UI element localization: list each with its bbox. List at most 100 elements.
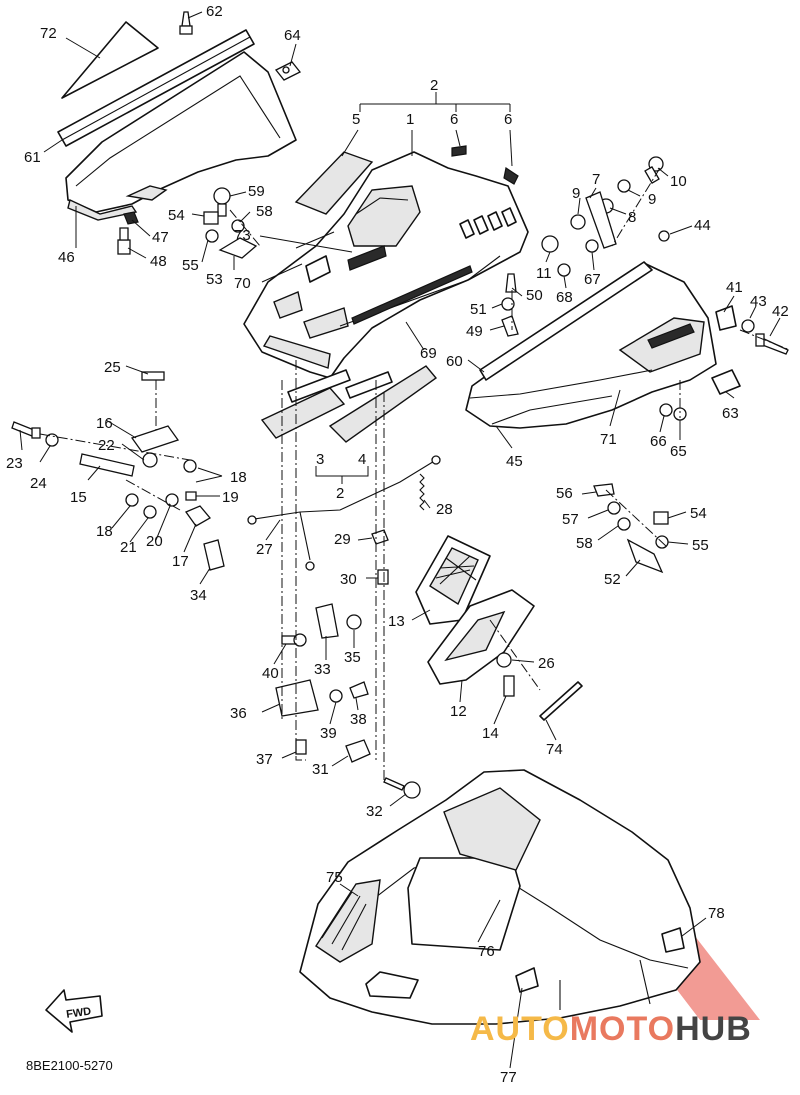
callout-11: 11 <box>536 265 552 282</box>
callout-47: 47 <box>152 229 169 246</box>
brand-emblem <box>347 245 387 271</box>
callout-70: 70 <box>234 275 251 292</box>
part-78-pad <box>661 927 685 953</box>
callout-19: 19 <box>222 489 239 506</box>
callout-43: 43 <box>750 293 767 310</box>
callout-74: 74 <box>546 741 563 758</box>
callout-66: 66 <box>650 433 667 450</box>
callout-1: 1 <box>406 111 414 128</box>
callout-41: 41 <box>726 279 743 296</box>
callout-4: 4 <box>358 451 366 468</box>
watermark-auto: AUTO <box>470 1010 570 1048</box>
callout-6-b: 6 <box>504 111 512 128</box>
windshield-assembly <box>57 21 297 225</box>
callout-30: 30 <box>340 571 357 588</box>
callout-14: 14 <box>482 725 499 742</box>
callout-58-b: 58 <box>576 535 593 552</box>
part-74-strip <box>539 681 583 721</box>
fwd-arrow-icon <box>45 989 103 1033</box>
callout-33: 33 <box>314 661 331 678</box>
part-6-emblem-a <box>451 145 467 157</box>
callout-56: 56 <box>556 485 573 502</box>
callout-48: 48 <box>150 253 167 270</box>
callout-27: 27 <box>256 541 273 558</box>
part-77-pad <box>515 967 539 993</box>
callout-28: 28 <box>436 501 453 518</box>
callout-64: 64 <box>284 27 301 44</box>
diagram-reference-code: 8BE2100-5270 <box>26 1058 113 1073</box>
callout-42: 42 <box>772 303 789 320</box>
callout-10: 10 <box>670 173 687 190</box>
callout-9-b: 9 <box>648 191 656 208</box>
callout-65: 65 <box>670 443 687 460</box>
callout-21: 21 <box>120 539 137 556</box>
callout-35: 35 <box>344 649 361 666</box>
callout-2-mid: 2 <box>336 485 344 502</box>
callout-38: 38 <box>350 711 367 728</box>
callout-77: 77 <box>500 1069 517 1086</box>
callout-39: 39 <box>320 725 337 742</box>
callout-37: 37 <box>256 751 273 768</box>
callout-60: 60 <box>446 353 463 370</box>
part-60-trim <box>479 261 653 381</box>
part-72-windshield-film <box>61 21 159 99</box>
callout-54-b: 54 <box>690 505 707 522</box>
callout-3: 3 <box>316 451 324 468</box>
callout-52: 52 <box>604 571 621 588</box>
part-71-side-emblem <box>647 323 695 349</box>
callout-34: 34 <box>190 587 207 604</box>
fwd-label: FWD <box>65 1006 92 1021</box>
callout-8: 8 <box>628 209 636 226</box>
callout-20: 20 <box>146 533 163 550</box>
leader-lines <box>19 11 781 1069</box>
part-panel-mid <box>345 371 393 399</box>
callout-51: 51 <box>470 301 487 318</box>
part-4-panel <box>328 365 438 443</box>
callout-58-a: 58 <box>256 203 273 220</box>
part-76-bottom-cowl <box>299 769 701 1025</box>
part-5-decal <box>294 151 374 215</box>
callout-32: 32 <box>366 803 383 820</box>
callout-75: 75 <box>326 869 343 886</box>
callout-12: 12 <box>450 703 467 720</box>
callout-45: 45 <box>506 453 523 470</box>
callout-54-a: 54 <box>168 207 185 224</box>
callout-76: 76 <box>478 943 495 960</box>
part-47-clip <box>123 211 139 225</box>
watermark-hub: HUB <box>675 1010 752 1048</box>
callout-18-b: 18 <box>96 523 113 540</box>
callout-62: 62 <box>206 3 223 20</box>
assembly-lines <box>39 167 791 780</box>
callout-23: 23 <box>6 455 23 472</box>
callout-49: 49 <box>466 323 483 340</box>
callout-29: 29 <box>334 531 351 548</box>
callout-44: 44 <box>694 217 711 234</box>
part-6-emblem-b <box>503 167 519 185</box>
callout-16: 16 <box>96 415 113 432</box>
callout-57: 57 <box>562 511 579 528</box>
part-1-upper-cowl <box>243 151 529 379</box>
part-13-12-intake-box <box>415 535 535 685</box>
callout-72: 72 <box>40 25 57 42</box>
callout-69: 69 <box>420 345 437 362</box>
part-69-side-stripe <box>351 265 473 325</box>
callout-59: 59 <box>248 183 265 200</box>
callout-5: 5 <box>352 111 360 128</box>
callout-22: 22 <box>98 437 115 454</box>
callout-63: 63 <box>722 405 739 422</box>
callout-24: 24 <box>30 475 47 492</box>
callout-71: 71 <box>600 431 617 448</box>
callout-68: 68 <box>556 289 573 306</box>
callout-26: 26 <box>538 655 555 672</box>
callout-46: 46 <box>58 249 75 266</box>
callout-78: 78 <box>708 905 725 922</box>
callout-55-b: 55 <box>692 537 709 554</box>
callout-13: 13 <box>388 613 405 630</box>
callout-73: 73 <box>234 227 251 244</box>
watermark-moto: MOTO <box>569 1010 676 1048</box>
callout-50: 50 <box>526 287 543 304</box>
callout-31: 31 <box>312 761 329 778</box>
callout-labels: 72 62 64 61 46 47 48 2 5 1 6 6 7 10 9 9 … <box>6 3 789 1086</box>
